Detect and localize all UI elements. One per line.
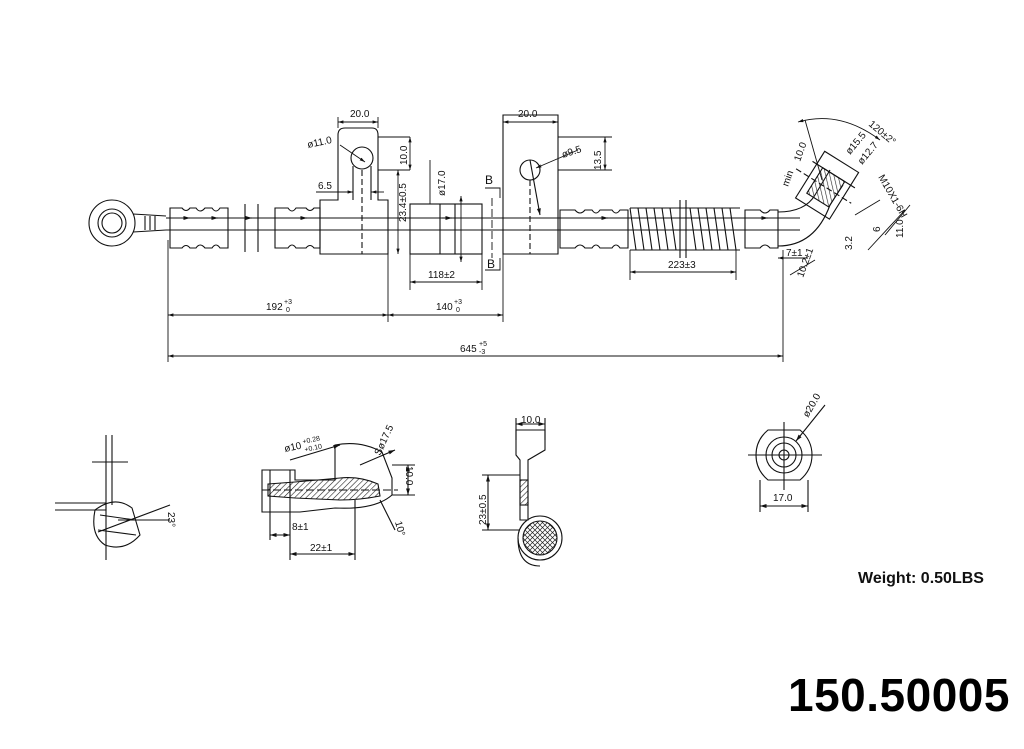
dimension-lines <box>167 117 911 362</box>
dim-7: 7±1 <box>786 248 803 259</box>
detail-sphere-r: Sø17.5 <box>373 423 397 457</box>
detail-fitting-end <box>748 404 826 512</box>
section-b-top: B <box>485 173 493 187</box>
dim-6: 6 <box>872 226 883 232</box>
dim-hole-right-height: 13.5 <box>593 150 604 170</box>
detail-fitting-dia: ø20.0 <box>801 391 824 419</box>
dim-seg-mid-tol-low: 0 <box>456 307 460 314</box>
detail-len-8: 8±1 <box>292 522 309 533</box>
detail-banjo-side <box>55 435 171 560</box>
detail-banjo-angle: 23° <box>165 512 176 527</box>
weight-label: Weight: 0.50LBS <box>858 570 984 587</box>
dim-collar-length: 118±2 <box>428 270 455 281</box>
detail-angle-10: 10° <box>392 520 407 537</box>
dim-min-label: min <box>780 169 796 188</box>
bracket-right <box>502 114 559 255</box>
collar <box>409 203 483 255</box>
dim-spring-length: 223±3 <box>668 260 696 271</box>
detail-dia-10-tol-low: +0.10 <box>304 443 323 454</box>
detail-clip-height: 23±0.5 <box>478 494 489 525</box>
dim-min-length: 10.0 <box>792 141 809 163</box>
dim-11: 11.0 <box>895 219 906 238</box>
part-number: 150.50005 <box>788 669 1010 721</box>
detail-height-10: 10.0 <box>403 466 414 486</box>
dim-seg-mid: 140 <box>436 302 453 313</box>
detail-fitting-width: 17.0 <box>773 493 793 504</box>
dim-seg-left-tol-low: 0 <box>286 307 290 314</box>
detail-fitting-section <box>261 443 415 560</box>
dim-seg-left: 192 <box>266 302 283 313</box>
detail-clip-width: 10.0 <box>521 415 541 426</box>
dim-bracket-right-width: 20.0 <box>518 109 538 120</box>
dim-overall: 645 <box>460 344 477 355</box>
detail-dia-10: ø10 <box>283 441 303 455</box>
section-b-bottom: B <box>487 257 495 271</box>
dim-overall-tol-up: +5 <box>479 341 487 348</box>
dim-bracket-left-offset: 23.4±0.5 <box>398 183 409 222</box>
banjo-eye-outer <box>88 199 136 247</box>
bracket-left <box>319 127 389 255</box>
spring-guard <box>629 200 740 258</box>
dim-seg-mid-tol-up: +3 <box>454 299 462 306</box>
dim-thread: M10X1-6H <box>875 173 908 220</box>
dim-seg-left-tol-up: +3 <box>284 299 292 306</box>
dim-overall-tol-low: -3 <box>479 349 485 356</box>
dim-hole-right-dia: ø9.5 <box>561 144 584 161</box>
dim-hole-left-height: 10.0 <box>399 145 410 165</box>
detail-dia-10-tol-up: +0.28 <box>302 435 321 446</box>
detail-len-22: 22±1 <box>310 543 333 554</box>
hose-assembly <box>88 114 860 258</box>
dim-3-2: 3.2 <box>844 236 855 250</box>
dim-bracket-left-width: 20.0 <box>350 109 370 120</box>
dim-hole-left-dia: ø11.0 <box>306 135 333 151</box>
detail-clip <box>482 418 563 567</box>
dim-slot-left-width: 6.5 <box>318 181 332 192</box>
banjo-eye-inner <box>97 208 127 238</box>
dim-collar-dia: ø17.0 <box>437 170 448 196</box>
